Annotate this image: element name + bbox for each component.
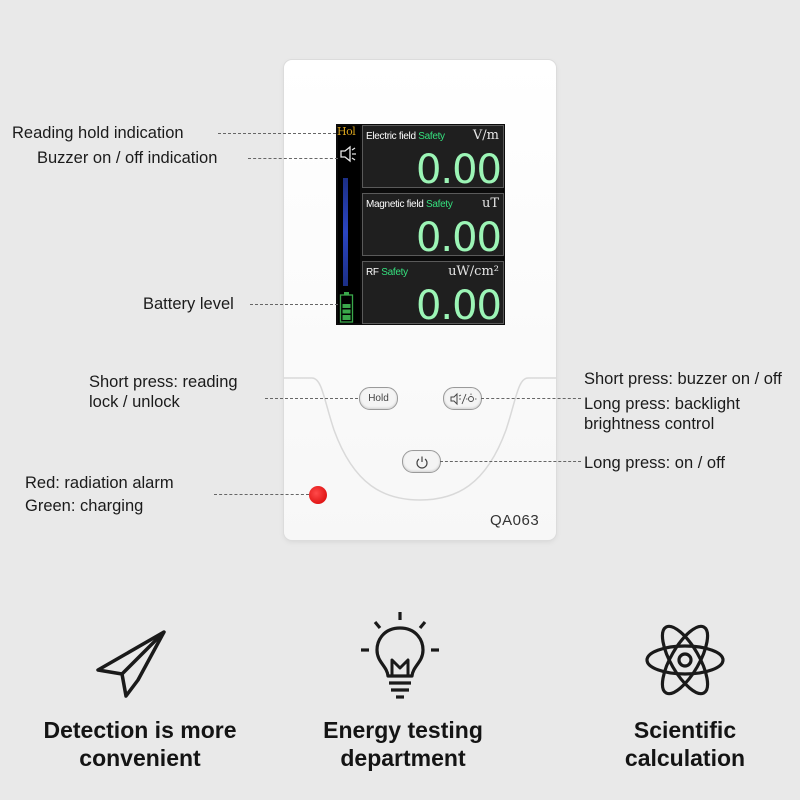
label-led-red: Red: radiation alarm [25,474,174,492]
feature-energy: Energy testing department [323,717,483,771]
label-power-long: Long press: on / off [584,454,725,472]
device-face-curve [284,377,556,501]
hold-indicator: Hol [337,125,356,138]
leader-buzzer-indication [248,158,338,159]
status-safety: Safety [418,131,445,142]
battery-icon [339,292,354,323]
label-led-green: Green: charging [25,497,144,515]
buzzer-backlight-button[interactable] [443,387,482,410]
power-button[interactable] [402,450,441,473]
label-buzzer-indication: Buzzer on / off indication [37,149,218,167]
panel-unit: V/m [472,128,499,143]
panel-value: 0.00 [415,283,502,329]
status-safety: Safety [425,199,453,210]
feature-detection: Detection is more convenient [43,717,237,771]
feature-scientific: Scientific calculation [624,717,746,771]
leader-power [440,461,581,462]
panel-title: Electric field Safety [366,131,445,142]
leader-led [214,494,309,495]
panel-value: 0.00 [415,147,502,193]
label-reading-hold: Reading hold indication [12,124,184,142]
power-icon [415,456,428,469]
panel-title: Magnetic field Safety [366,199,453,210]
label-battery: Battery level [143,295,234,313]
leader-battery [250,304,338,305]
hold-button[interactable]: Hold [359,387,398,410]
signal-bar [343,178,348,286]
panel-unit: uW/cm² [448,264,499,279]
leader-hold [265,398,358,399]
status-safety: Safety [381,267,408,278]
label-buzzer-long-2: brightness control [584,415,715,433]
model-number: QA063 [490,512,540,529]
label-buzzer-long-1: Long press: backlight [584,395,740,413]
label-hold-short-1: Short press: reading [89,373,238,391]
paper-plane-icon [96,630,166,698]
leader-reading-hold [218,133,336,134]
light-bulb-icon [361,612,439,699]
panel-title: RF Safety [366,267,408,278]
status-led [309,486,327,504]
panel-unit: uT [481,196,499,211]
panel-magnetic-field: Magnetic field Safety uT 0.00 [362,193,504,261]
panel-electric-field: Electric field Safety V/m 0.00 [362,125,504,193]
leader-buzzer [481,398,581,399]
panel-value: 0.00 [415,215,502,261]
panel-rf: RF Safety uW/cm² 0.00 [362,261,504,329]
label-buzzer-short: Short press: buzzer on / off [584,370,782,388]
buzzer-backlight-icon [450,392,476,405]
atom-icon [645,624,725,696]
speaker-icon [340,145,356,163]
label-hold-short-2: lock / unlock [89,393,180,411]
